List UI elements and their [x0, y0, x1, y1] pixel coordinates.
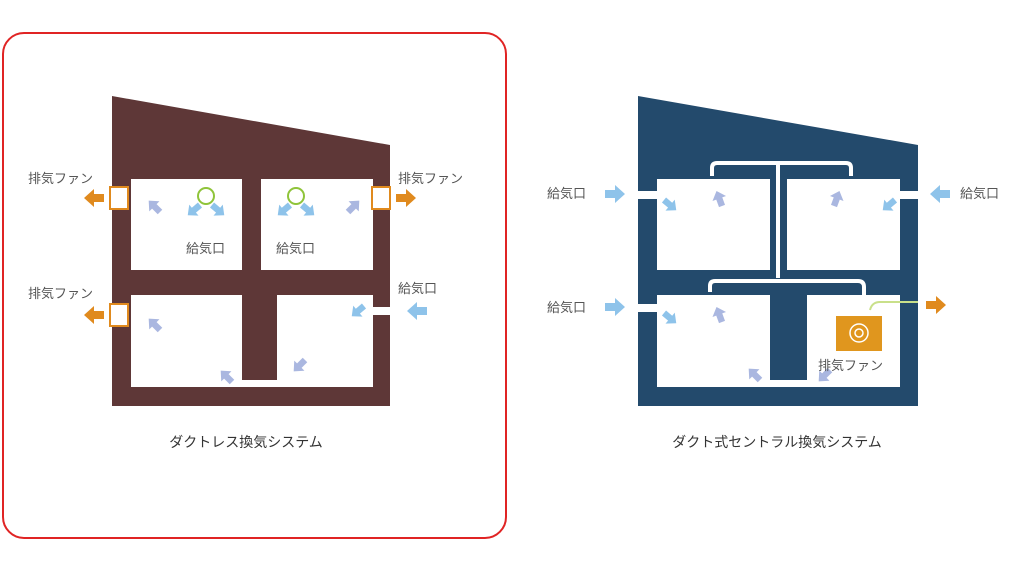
exhaust-arrow-icon — [84, 189, 104, 207]
room-upper-right — [261, 179, 373, 270]
ductless-caption: ダクトレス換気システム — [169, 435, 323, 451]
exhaust-fan-icon — [109, 186, 129, 210]
ductless-house: 排気ファン 排気ファン 排気ファン 給気口 給気口 給気口 ダクトレス換気システ… — [28, 96, 463, 451]
exhaust-fan-label: 排気ファン — [28, 286, 93, 302]
supply-label: 給気口 — [960, 186, 999, 202]
exhaust-fan-label: 排気ファン — [398, 171, 463, 187]
supply-vent-icon — [287, 187, 305, 205]
room-upper-right — [787, 179, 900, 270]
supply-arrow-icon — [605, 185, 625, 203]
duct-lines — [708, 161, 866, 310]
exhaust-arrow-icon — [926, 296, 946, 314]
exhaust-fan-label: 排気ファン — [818, 358, 883, 374]
supply-label: 給気口 — [547, 186, 586, 202]
supply-vent-icon — [197, 187, 215, 205]
exhaust-fan-icon — [371, 186, 391, 210]
exhaust-fan-icon — [109, 303, 129, 327]
supply-label: 給気口 — [186, 241, 225, 257]
room-upper-left — [657, 179, 770, 270]
supply-arrow-icon — [930, 185, 950, 203]
exhaust-arrow-icon — [396, 189, 416, 207]
central-exhaust-fan-icon — [836, 316, 882, 351]
exhaust-arrow-icon — [84, 306, 104, 324]
room-upper-left — [131, 179, 242, 270]
supply-arrow-icon — [605, 298, 625, 316]
ducted-caption: ダクト式セントラル換気システム — [672, 435, 882, 451]
ducted-central-house: 給気口 給気口 給気口 排気ファン ダクト式セントラル換気システム — [547, 96, 999, 451]
exhaust-fan-label: 排気ファン — [28, 171, 93, 187]
supply-label: 給気口 — [547, 300, 586, 316]
selected-option-frame[interactable] — [2, 32, 507, 539]
supply-label: 給気口 — [276, 241, 315, 257]
supply-label: 給気口 — [398, 281, 437, 297]
supply-arrow-icon — [407, 302, 427, 320]
